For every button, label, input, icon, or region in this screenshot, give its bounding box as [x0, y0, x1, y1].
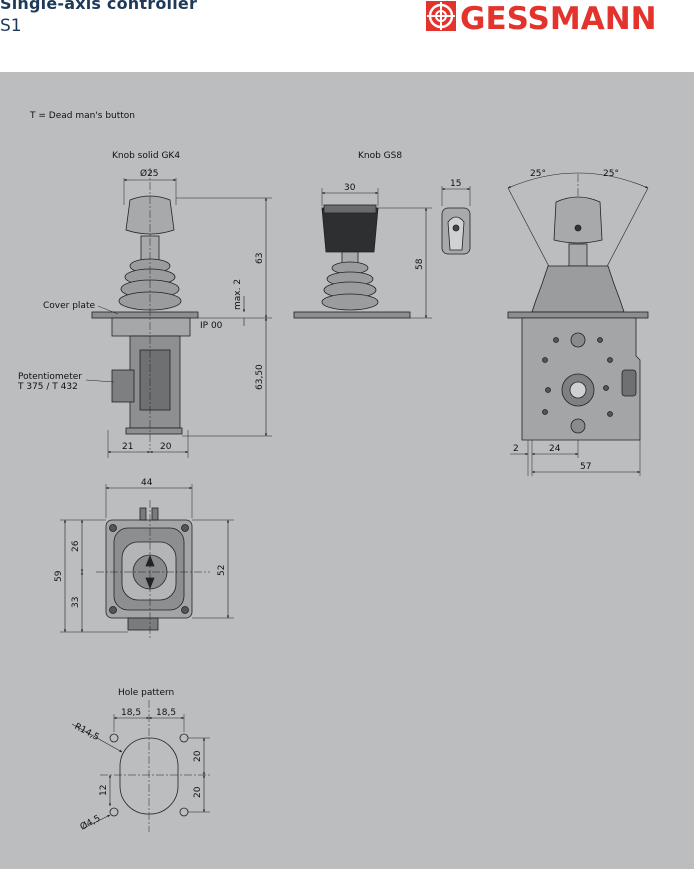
- page-header: Single-axis controller S1 GESSMANN: [0, 0, 694, 72]
- hole-icon: [179, 807, 189, 817]
- hole-icon: [109, 807, 119, 817]
- hole-icon: [109, 733, 119, 743]
- label-cover-plate: Cover plate: [43, 301, 95, 311]
- view-hole-pattern: Hole pattern 18,5 18,5 R14,5 20 20: [71, 688, 212, 833]
- dim-hole-12: 12: [99, 785, 109, 796]
- dim-gs-h58: 58: [415, 258, 425, 270]
- dim-hole-20b: 20: [193, 786, 203, 798]
- dim-side-w2: 2: [513, 444, 519, 454]
- label-hole-pattern: Hole pattern: [118, 688, 174, 698]
- dim-gs-w15: 15: [450, 179, 461, 189]
- dim-bottom-w44: 44: [141, 478, 153, 488]
- dim-hole-r145: R14,5: [73, 722, 101, 743]
- dim-side-w24: 24: [549, 444, 561, 454]
- page-title: Single-axis controller: [0, 0, 198, 13]
- technical-drawing: T = Dead man's button Knob solid GK4: [17, 111, 649, 833]
- dim-h6350: 63,50: [255, 364, 265, 390]
- view-bottom: 44 59 26 33 52: [54, 478, 234, 640]
- label-potentiometer-type: T 375 / T 432: [17, 382, 78, 392]
- label-potentiometer: Potentiometer: [18, 372, 82, 382]
- view-knob-gs8: Knob GS8 30 58 15: [293, 151, 471, 319]
- dim-bottom-h33: 33: [71, 597, 81, 608]
- dim-bottom-h26: 26: [71, 540, 81, 552]
- dim-side-w57: 57: [580, 462, 591, 472]
- drawing-panel: T = Dead man's button Knob solid GK4: [0, 72, 694, 869]
- dim-bottom-h52: 52: [217, 565, 227, 576]
- page-subtitle: S1: [0, 16, 22, 36]
- dim-w21: 21: [122, 442, 133, 452]
- dim-w20: 20: [160, 442, 172, 452]
- gessmann-logo: GESSMANN: [426, 1, 657, 34]
- dim-hole-d45: Ø4,5: [78, 813, 102, 833]
- gessmann-emblem-icon: [426, 1, 456, 31]
- logo-wordmark: GESSMANN: [460, 1, 657, 34]
- dim-hole-20a: 20: [193, 750, 203, 762]
- dim-d25: Ø25: [140, 168, 159, 179]
- dim-bottom-h59: 59: [54, 570, 64, 582]
- view-side-angle: 25° 25°: [507, 169, 649, 476]
- dim-gs-w30: 30: [344, 183, 356, 193]
- label-knob-gs8: Knob GS8: [358, 151, 402, 161]
- dim-angle-right: 25°: [603, 169, 619, 179]
- label-knob-gk4: Knob solid GK4: [112, 151, 180, 161]
- dim-hole-185a: 18,5: [121, 708, 141, 718]
- dim-hole-185b: 18,5: [156, 708, 176, 718]
- view-knob-gk4: Knob solid GK4 Ø25: [17, 151, 272, 458]
- legend-text: T = Dead man's button: [29, 111, 135, 121]
- label-ip00: IP 00: [200, 321, 223, 331]
- hole-icon: [179, 733, 189, 743]
- dim-angle-left: 25°: [530, 169, 546, 179]
- label-max2: max. 2: [233, 279, 243, 310]
- dim-h63: 63: [255, 253, 265, 264]
